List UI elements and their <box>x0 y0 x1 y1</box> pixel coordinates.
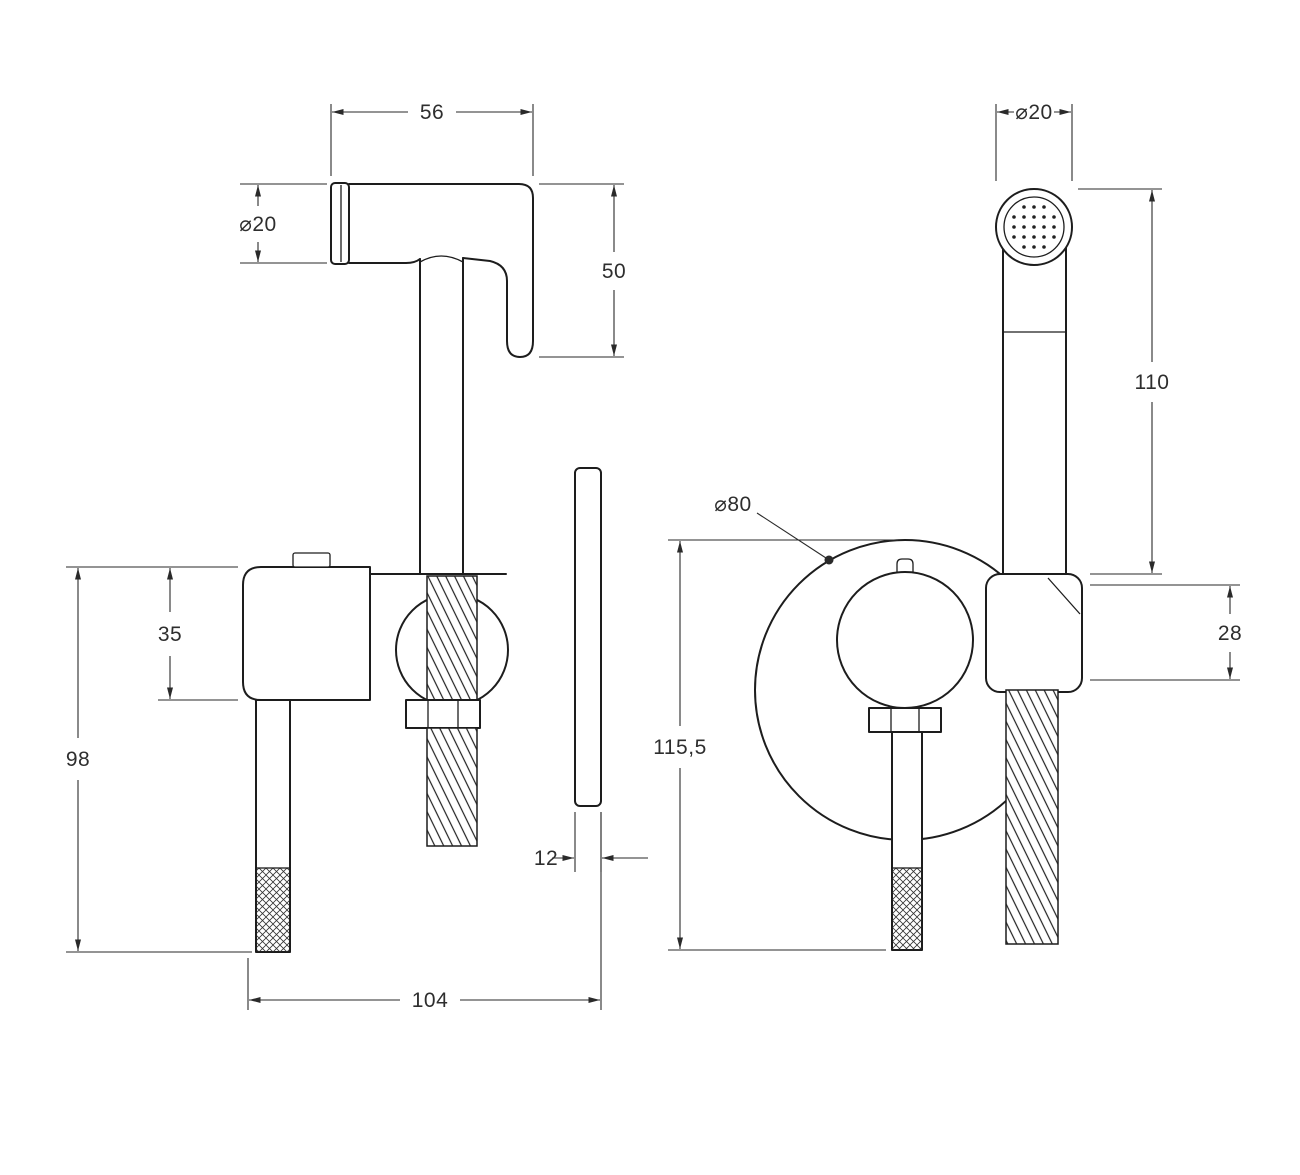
dim-holder-height-label: 28 <box>1218 622 1242 645</box>
cartridge-cap-side <box>292 552 331 568</box>
dim-head-diameter-side-label: ⌀20 <box>239 213 277 236</box>
dim-total-depth-label: 104 <box>412 989 449 1012</box>
dim-head-length: 56 <box>330 101 534 176</box>
spray-holes <box>1008 201 1060 253</box>
dim-plate-diameter: ⌀80 <box>714 493 834 565</box>
dim-handle-length: 110 <box>1078 188 1170 575</box>
sprayer-holder-front <box>985 573 1083 693</box>
side-view: 56 ⌀20 50 35 98 <box>66 101 648 1012</box>
lever-knurl-front <box>891 867 923 951</box>
sprayer-head-side <box>330 182 534 575</box>
wall-plate-side <box>574 467 602 807</box>
mixer-knob-front <box>836 558 974 709</box>
control-lever-front <box>891 731 923 951</box>
leader-dot <box>824 555 834 565</box>
shower-hose-side <box>405 575 481 847</box>
mixer-body-side <box>242 552 507 701</box>
dim-total-depth: 104 <box>247 812 602 1012</box>
knob-index-tab <box>896 558 914 574</box>
shower-hose-front <box>1005 689 1059 945</box>
dim-head-height: 50 <box>539 183 626 358</box>
sprayer-handle-front <box>1002 239 1067 575</box>
dim-plate-diameter-label: ⌀80 <box>714 493 752 516</box>
dim-head-length-label: 56 <box>420 101 444 124</box>
sprayer-handle-side <box>419 257 464 575</box>
dim-head-diameter-side: ⌀20 <box>239 183 327 264</box>
dim-holder-height: 28 <box>1090 584 1242 681</box>
front-view: ⌀20 110 28 115,5 ⌀80 <box>653 101 1242 951</box>
sprayer-head-front <box>995 188 1073 266</box>
dim-total-height-front: 115,5 <box>653 539 898 951</box>
dim-total-height-side: 98 <box>66 566 252 953</box>
dim-handle-length-label: 110 <box>1135 371 1170 394</box>
lever-knurl-side <box>255 867 291 953</box>
dim-total-height-front-label: 115,5 <box>653 736 707 759</box>
dim-head-diameter-front: ⌀20 <box>995 101 1073 181</box>
hose-nut-side <box>405 699 481 729</box>
dim-head-height-label: 50 <box>602 260 626 283</box>
dim-total-height-side-label: 98 <box>66 748 90 771</box>
control-lever-side <box>255 699 291 953</box>
dim-head-diameter-front-label: ⌀20 <box>1015 101 1053 124</box>
dim-body-height-label: 35 <box>158 623 182 646</box>
lever-nut-front <box>868 707 942 733</box>
dim-plate-thickness: 12 <box>534 812 648 872</box>
dim-body-height: 35 <box>158 568 238 701</box>
nozzle-flange-side <box>330 182 350 265</box>
dim-plate-thickness-label: 12 <box>534 847 558 870</box>
